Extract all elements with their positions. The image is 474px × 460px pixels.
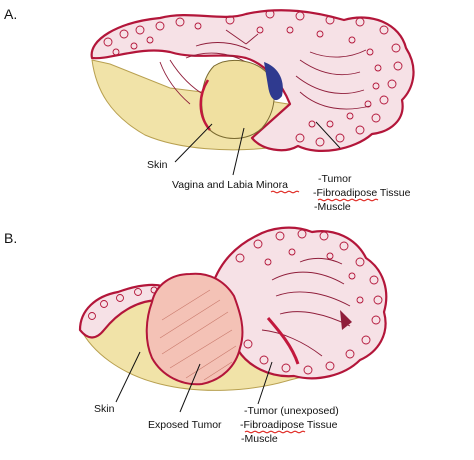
panel-b-fibro-label: -Fibroadipose Tissue bbox=[240, 419, 338, 431]
panel-b-tissue-mass bbox=[210, 226, 388, 380]
panel-a-muscle-label: -Muscle bbox=[314, 201, 351, 213]
panel-a-skin-label: Skin bbox=[147, 159, 168, 171]
panel-a-tumor-label: -Tumor bbox=[318, 173, 352, 185]
panel-a-tumor-leader bbox=[315, 121, 341, 149]
panel-a-minora-underline bbox=[270, 190, 300, 194]
panel-a-texture bbox=[103, 9, 403, 147]
panel-a-fibers bbox=[159, 29, 371, 110]
panel-b-muscle-band bbox=[266, 317, 300, 365]
panel-b: B. bbox=[4, 226, 388, 445]
panel-b-exposed-tumor bbox=[145, 272, 244, 386]
panel-a-vagina-label: Vagina and Labia Minora bbox=[172, 179, 288, 191]
panel-b-tumor-leader bbox=[257, 361, 273, 405]
panel-a-fibro-underline bbox=[317, 198, 379, 202]
panel-b-tumor-label: -Tumor (unexposed) bbox=[244, 405, 339, 417]
panel-b-letter: B. bbox=[4, 230, 17, 246]
panel-b-muscle-mark bbox=[340, 310, 352, 330]
panel-a-fibro-label: -Fibroadipose Tissue bbox=[313, 187, 411, 199]
panel-a-skin-leader bbox=[174, 123, 213, 163]
panel-a-shadow bbox=[264, 62, 283, 101]
panel-a-tissue-mass bbox=[90, 9, 415, 152]
panel-a-vagina bbox=[201, 59, 275, 139]
panel-a-letter: A. bbox=[4, 6, 17, 22]
panel-b-fibro-underline bbox=[244, 430, 306, 434]
panel-a: A. bbox=[4, 6, 415, 213]
panel-b-exposed-leader bbox=[179, 363, 201, 413]
panel-b-skin-label: Skin bbox=[94, 403, 115, 415]
panel-b-muscle-label: -Muscle bbox=[241, 433, 278, 445]
panel-b-exposed-hatch bbox=[159, 289, 237, 381]
panel-b-skin-leader bbox=[115, 351, 141, 403]
panel-b-exposed-label: Exposed Tumor bbox=[148, 419, 222, 431]
panel-a-vagina-leader bbox=[232, 127, 245, 176]
